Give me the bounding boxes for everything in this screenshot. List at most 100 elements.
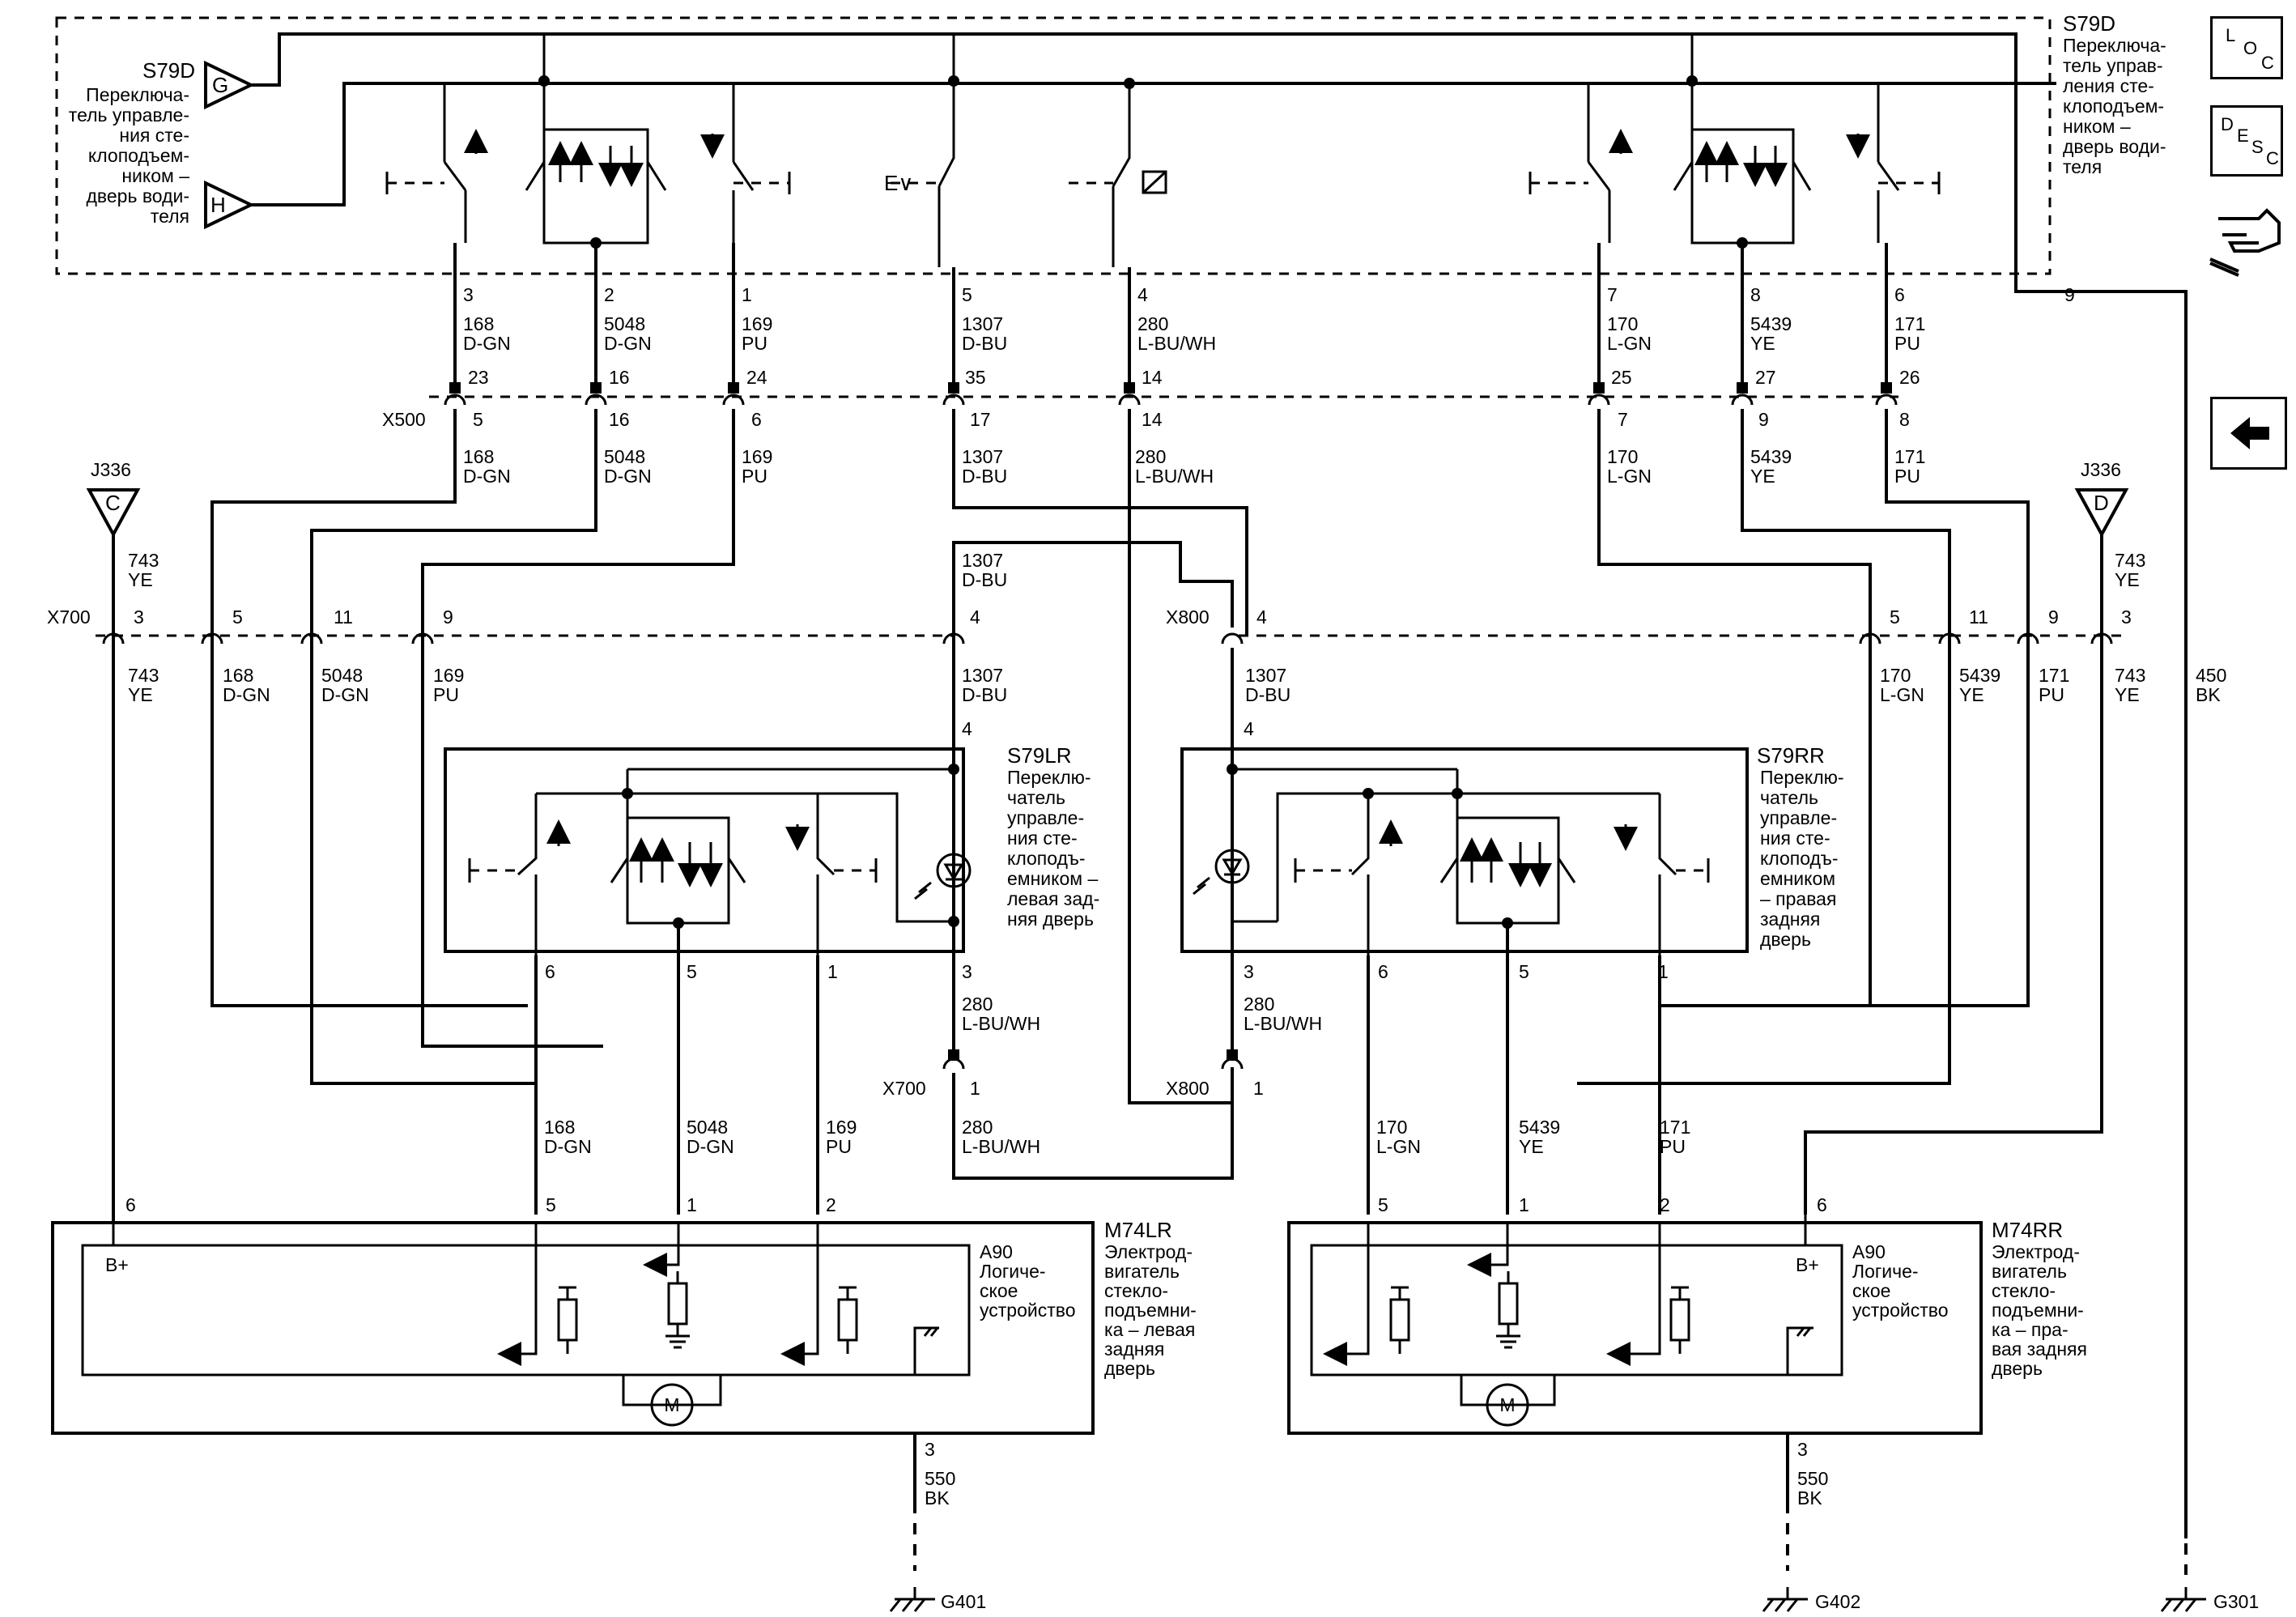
svg-text:Переключа-: Переключа- (2063, 35, 2166, 56)
svg-text:280: 280 (962, 1117, 993, 1138)
rr-280-wire: 280 L-BU/WH X800 1 (1166, 994, 1322, 1099)
svg-text:YE: YE (1750, 466, 1775, 487)
svg-text:16: 16 (609, 367, 630, 388)
svg-text:168: 168 (544, 1117, 575, 1138)
svg-text:280: 280 (1137, 313, 1168, 334)
lr-280-wire: 280 L-BU/WH X700 1 280 L-BU/WH (882, 951, 1234, 1180)
connector-h: H (204, 180, 255, 230)
svg-text:L-GN: L-GN (1376, 1136, 1421, 1157)
svg-text:– правая: – правая (1760, 888, 1836, 909)
svg-text:H: H (210, 193, 226, 217)
svg-text:D: D (2094, 491, 2109, 515)
svg-text:X800: X800 (1166, 606, 1210, 628)
svg-text:ка – пра-: ка – пра- (1992, 1319, 2069, 1340)
svg-text:A90: A90 (1852, 1241, 1886, 1262)
svg-text:169: 169 (742, 313, 772, 334)
driver-switch-center-group: E∨ (884, 34, 1167, 267)
svg-text:450: 450 (2196, 665, 2226, 686)
desc-letter-e: E (2237, 126, 2249, 146)
svg-text:PU: PU (1894, 466, 1920, 487)
svg-text:7: 7 (1618, 409, 1628, 430)
svg-text:4: 4 (1256, 606, 1267, 628)
svg-text:D-GN: D-GN (223, 684, 270, 705)
svg-text:Переклю-: Переклю- (1760, 767, 1844, 788)
x500-connector: X500 (382, 382, 1898, 430)
rr-switch-pin-labels: 6 5 1 4 3 (1244, 718, 1669, 982)
svg-text:8: 8 (1750, 284, 1761, 305)
svg-text:743: 743 (128, 550, 159, 571)
svg-text:5048: 5048 (687, 1117, 728, 1138)
svg-text:M74LR: M74LR (1104, 1218, 1172, 1242)
svg-text:5048: 5048 (604, 313, 645, 334)
svg-text:чатель: чатель (1007, 787, 1065, 808)
svg-text:550: 550 (925, 1468, 955, 1489)
svg-text:4: 4 (1137, 284, 1148, 305)
svg-text:B+: B+ (105, 1254, 129, 1275)
svg-text:клоподъ-: клоподъ- (1007, 848, 1085, 869)
svg-text:5: 5 (1519, 961, 1529, 982)
svg-text:G: G (212, 73, 228, 97)
loc-letter-l: L (2226, 25, 2236, 45)
svg-text:устройство: устройство (980, 1300, 1076, 1321)
svg-text:35: 35 (965, 367, 986, 388)
svg-text:Электрод-: Электрод- (1104, 1241, 1193, 1262)
svg-text:3: 3 (1797, 1439, 1808, 1460)
svg-text:S79RR: S79RR (1757, 743, 1825, 768)
svg-text:9: 9 (1758, 409, 1769, 430)
svg-text:тель управле-: тель управле- (69, 104, 189, 126)
svg-text:170: 170 (1376, 1117, 1407, 1138)
svg-text:4: 4 (1244, 718, 1254, 739)
svg-text:A90: A90 (980, 1241, 1013, 1262)
svg-text:11: 11 (1969, 606, 1988, 628)
svg-text:L-BU/WH: L-BU/WH (1244, 1013, 1322, 1034)
svg-text:2: 2 (826, 1194, 836, 1215)
svg-text:D-GN: D-GN (463, 333, 511, 354)
svg-text:1: 1 (687, 1194, 697, 1215)
svg-text:1307: 1307 (1245, 665, 1286, 686)
tools-icon[interactable] (2209, 208, 2281, 277)
desc-button[interactable]: D E S C (2210, 105, 2283, 177)
svg-text:емником –: емником – (1007, 868, 1098, 889)
svg-text:743: 743 (2115, 665, 2145, 686)
svg-text:D-BU: D-BU (962, 466, 1007, 487)
svg-text:5: 5 (962, 284, 972, 305)
svg-text:ления сте-: ления сте- (2063, 75, 2154, 96)
svg-text:5: 5 (546, 1194, 556, 1215)
svg-text:дверь: дверь (1760, 929, 1811, 950)
svg-text:YE: YE (128, 569, 153, 590)
svg-text:1: 1 (1253, 1078, 1264, 1099)
svg-text:клоподъем-: клоподъем- (88, 145, 189, 166)
svg-text:PU: PU (433, 684, 459, 705)
svg-text:2: 2 (1660, 1194, 1670, 1215)
rr-switch: S79RR Переклю- чатель управле- ния сте- … (1180, 743, 1844, 1215)
svg-text:17: 17 (970, 409, 991, 430)
svg-text:26: 26 (1899, 367, 1920, 388)
j336-connector-d: J336 D 743 YE (1804, 459, 2145, 1215)
svg-text:ния сте-: ния сте- (1760, 828, 1830, 849)
svg-text:YE: YE (2115, 569, 2140, 590)
connector-g: G (204, 60, 255, 110)
svg-text:чатель: чатель (1760, 787, 1818, 808)
svg-text:ния сте-: ния сте- (1007, 828, 1078, 849)
svg-text:L-BU/WH: L-BU/WH (1135, 466, 1214, 487)
driver-switch-left-group (385, 34, 791, 249)
back-button[interactable] (2210, 397, 2287, 470)
loc-button[interactable]: L O C (2210, 16, 2283, 79)
top-bus-g (251, 32, 2188, 1538)
svg-text:Электрод-: Электрод- (1992, 1241, 2080, 1262)
svg-text:задняя: задняя (1104, 1338, 1164, 1360)
svg-text:1307: 1307 (962, 313, 1003, 334)
svg-text:1: 1 (970, 1078, 980, 1099)
svg-text:дверь: дверь (1992, 1358, 2043, 1379)
svg-text:X700: X700 (882, 1078, 926, 1099)
svg-text:170: 170 (1607, 313, 1638, 334)
svg-text:D-BU: D-BU (1245, 684, 1290, 705)
driver-switch-id-right: S79D (2063, 11, 2115, 36)
svg-text:X700: X700 (47, 606, 91, 628)
svg-text:подъемни-: подъемни- (1104, 1300, 1197, 1321)
lr-switch-pin-labels: 6 5 1 4 3 (545, 718, 972, 982)
